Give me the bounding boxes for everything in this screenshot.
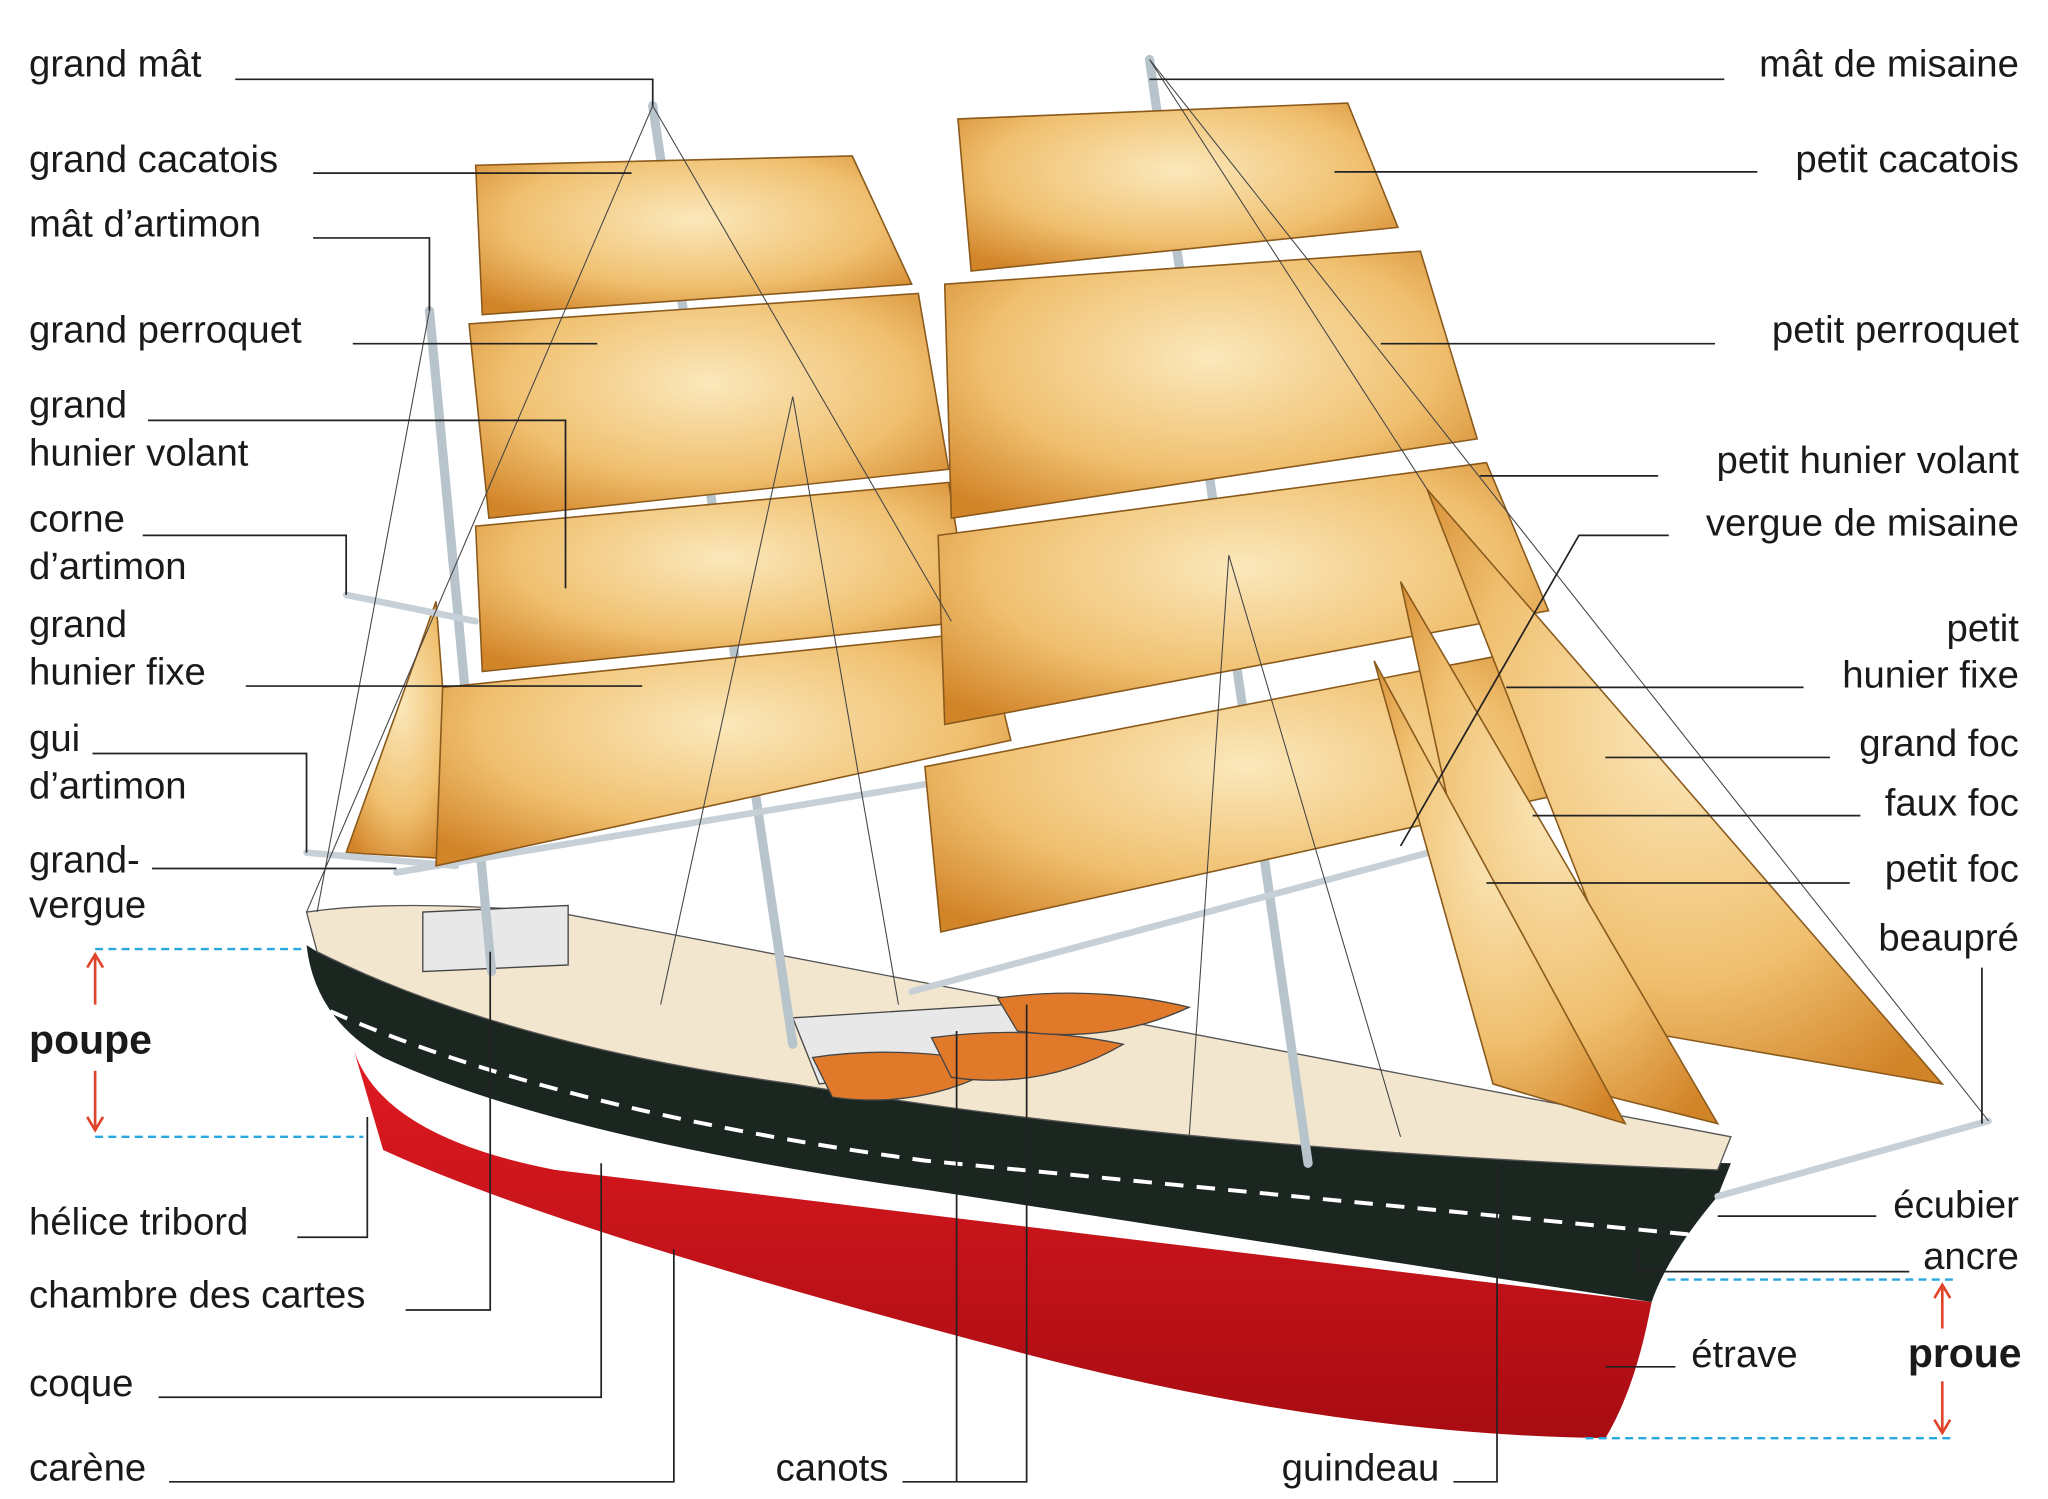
hull-underwater-red xyxy=(354,1050,1652,1439)
petit-hunier-volant-sail xyxy=(937,461,1550,726)
ship-illustration xyxy=(303,54,1992,1439)
label-grand-hunier-fixe: grand xyxy=(29,603,127,646)
label-grand-hunier-volant: hunier volant xyxy=(29,431,249,474)
grand-perroquet-sail xyxy=(468,292,950,520)
label-poupe: poupe xyxy=(29,1017,152,1063)
rigging xyxy=(306,59,1989,1137)
grand-foc-sail xyxy=(1426,488,1945,1086)
label-petit-hunier-fixe: hunier fixe xyxy=(1842,653,2019,696)
grand-hunier-fixe-sail xyxy=(435,630,1012,867)
label-grand-hunier-volant: grand xyxy=(29,384,127,427)
label-chambre-des-cartes: chambre des cartes xyxy=(29,1273,365,1316)
leader-line xyxy=(147,419,567,589)
bottom-labels: canots guindeau xyxy=(776,1004,1498,1489)
grand-cacatois-sail xyxy=(474,155,913,316)
label-coque: coque xyxy=(29,1362,133,1405)
hull-black-band xyxy=(306,945,1731,1303)
leader-line xyxy=(235,78,654,106)
leader-line xyxy=(902,1004,1028,1483)
label-corne-artimon: corne xyxy=(29,497,125,540)
label-ecubier: écubier xyxy=(1893,1183,2019,1226)
leader-line xyxy=(92,752,308,853)
leader-line xyxy=(297,1116,369,1239)
right-labels: mât de misaine petit cacatois petit perr… xyxy=(1149,43,2022,1440)
leader-line xyxy=(1399,534,1669,847)
lifeboat xyxy=(996,992,1192,1036)
leader-line xyxy=(169,1249,675,1483)
label-faux-foc: faux foc xyxy=(1885,782,2019,825)
label-petit-foc: petit foc xyxy=(1885,848,2019,891)
label-grand-mat: grand mât xyxy=(29,43,202,86)
label-petit-hunier-volant: petit hunier volant xyxy=(1717,439,2020,482)
label-grand-hunier-fixe: hunier fixe xyxy=(29,651,206,694)
leader-line xyxy=(142,534,348,595)
fore-yard xyxy=(908,842,1457,995)
label-mat-artimon: mât d’artimon xyxy=(29,203,261,246)
leader-line xyxy=(405,951,492,1311)
petit-foc-sail xyxy=(1373,660,1627,1125)
poupe-arrow-icon xyxy=(86,951,105,1133)
label-grand-foc: grand foc xyxy=(1859,722,2019,765)
leader-line xyxy=(158,1163,603,1399)
label-grand-vergue: vergue xyxy=(29,883,146,926)
label-gui-artimon: gui xyxy=(29,717,80,760)
label-petit-cacatois: petit cacatois xyxy=(1795,138,2019,181)
label-petit-hunier-fixe: petit xyxy=(1947,607,2020,650)
label-corne-artimon: d’artimon xyxy=(29,545,187,588)
leader-line xyxy=(1453,1163,1498,1483)
label-etrave: étrave xyxy=(1691,1333,1797,1376)
label-vergue-de-misaine: vergue de misaine xyxy=(1706,501,2019,544)
gaff xyxy=(342,591,479,625)
label-petit-perroquet: petit perroquet xyxy=(1772,308,2019,351)
label-carene: carène xyxy=(29,1446,146,1489)
label-grand-perroquet: grand perroquet xyxy=(29,308,302,351)
label-guindeau: guindeau xyxy=(1282,1446,1440,1489)
label-ancre: ancre xyxy=(1923,1235,2019,1278)
left-labels: grand mât grand cacatois mât d’artimon g… xyxy=(29,43,675,1489)
proue-arrow-icon xyxy=(1933,1282,1952,1436)
label-proue: proue xyxy=(1908,1330,2022,1376)
label-grand-vergue: grand- xyxy=(29,838,140,881)
label-beaupre: beaupré xyxy=(1878,916,2019,959)
main-yard xyxy=(393,776,955,876)
label-mat-de-misaine: mât de misaine xyxy=(1759,43,2019,86)
leader-line xyxy=(313,237,431,311)
label-grand-cacatois: grand cacatois xyxy=(29,138,278,181)
petit-perroquet-sail xyxy=(943,250,1479,520)
label-gui-artimon: d’artimon xyxy=(29,764,187,807)
hull-white-stripe xyxy=(329,1009,1705,1238)
label-canots: canots xyxy=(776,1446,889,1489)
leader-line xyxy=(1637,1249,1910,1273)
petit-cacatois-sail xyxy=(957,102,1400,272)
label-helice-tribord: hélice tribord xyxy=(29,1201,248,1244)
bowsprit xyxy=(1714,1117,1992,1200)
